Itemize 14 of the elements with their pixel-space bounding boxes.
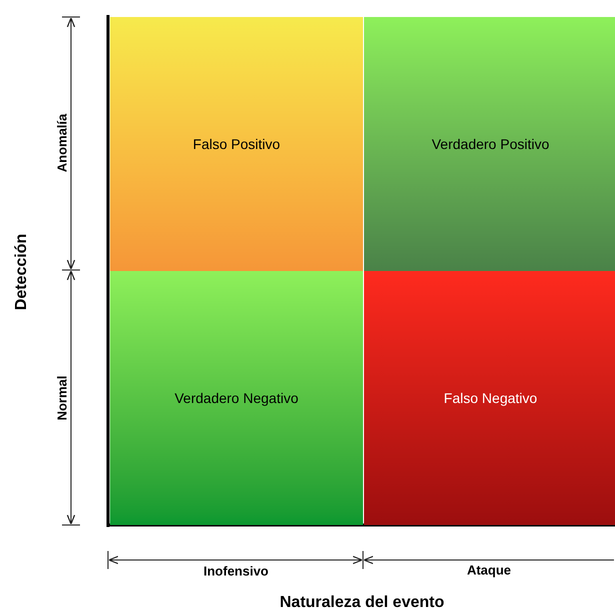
quadrant-label: Falso Positivo	[192, 134, 282, 154]
quadrant-label: Falso Negativo	[442, 388, 538, 408]
quadrant-box	[364, 17, 615, 271]
axis-label: Ataque	[466, 561, 512, 580]
quadrant-box	[110, 17, 363, 271]
axis-label: Naturaleza del evento	[280, 593, 444, 612]
axis-label: Inofensivo	[204, 562, 268, 580]
axis-label: Anomalía	[53, 114, 70, 172]
axis-label: Detección	[12, 234, 31, 310]
quadrant-box	[110, 271, 363, 525]
quadrant-label: Verdadero Negativo	[174, 388, 300, 408]
quadrant-label: Verdadero Positivo	[430, 134, 550, 154]
axis-label: Normal	[53, 376, 70, 420]
quadrant-box	[364, 271, 615, 525]
